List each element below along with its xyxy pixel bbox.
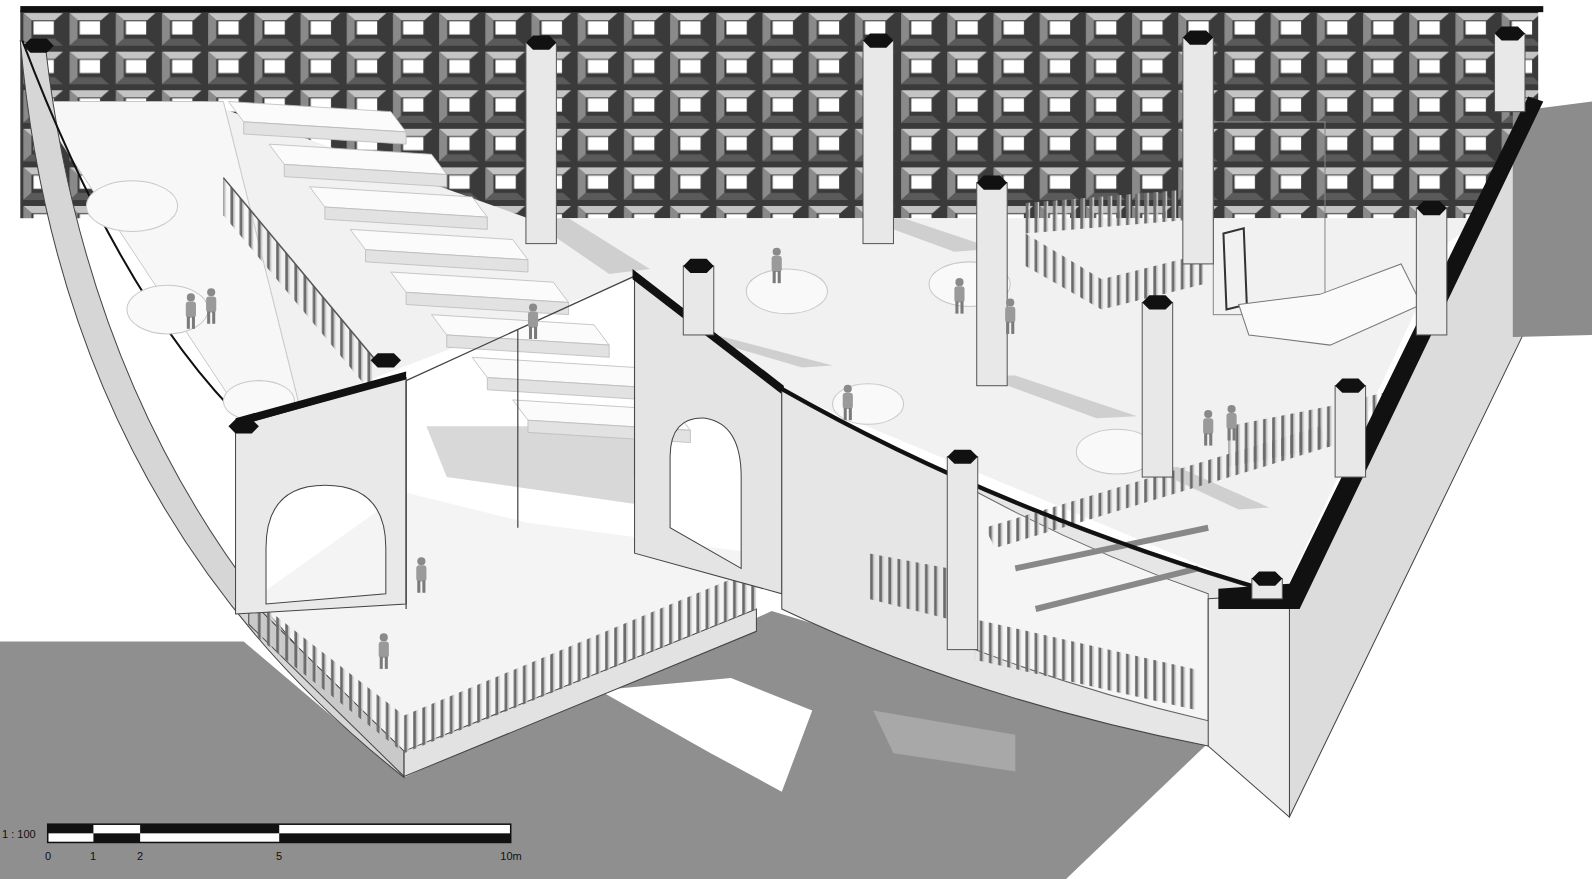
- scale-tick-label: 5: [276, 850, 282, 862]
- scale-tick-label: 1: [90, 850, 96, 862]
- scale-ratio: 1 : 100: [2, 828, 36, 840]
- scale-tick-label: 10m: [500, 850, 521, 862]
- scale-tick-label: 0: [45, 850, 51, 862]
- scale-tick-label: 2: [137, 850, 143, 862]
